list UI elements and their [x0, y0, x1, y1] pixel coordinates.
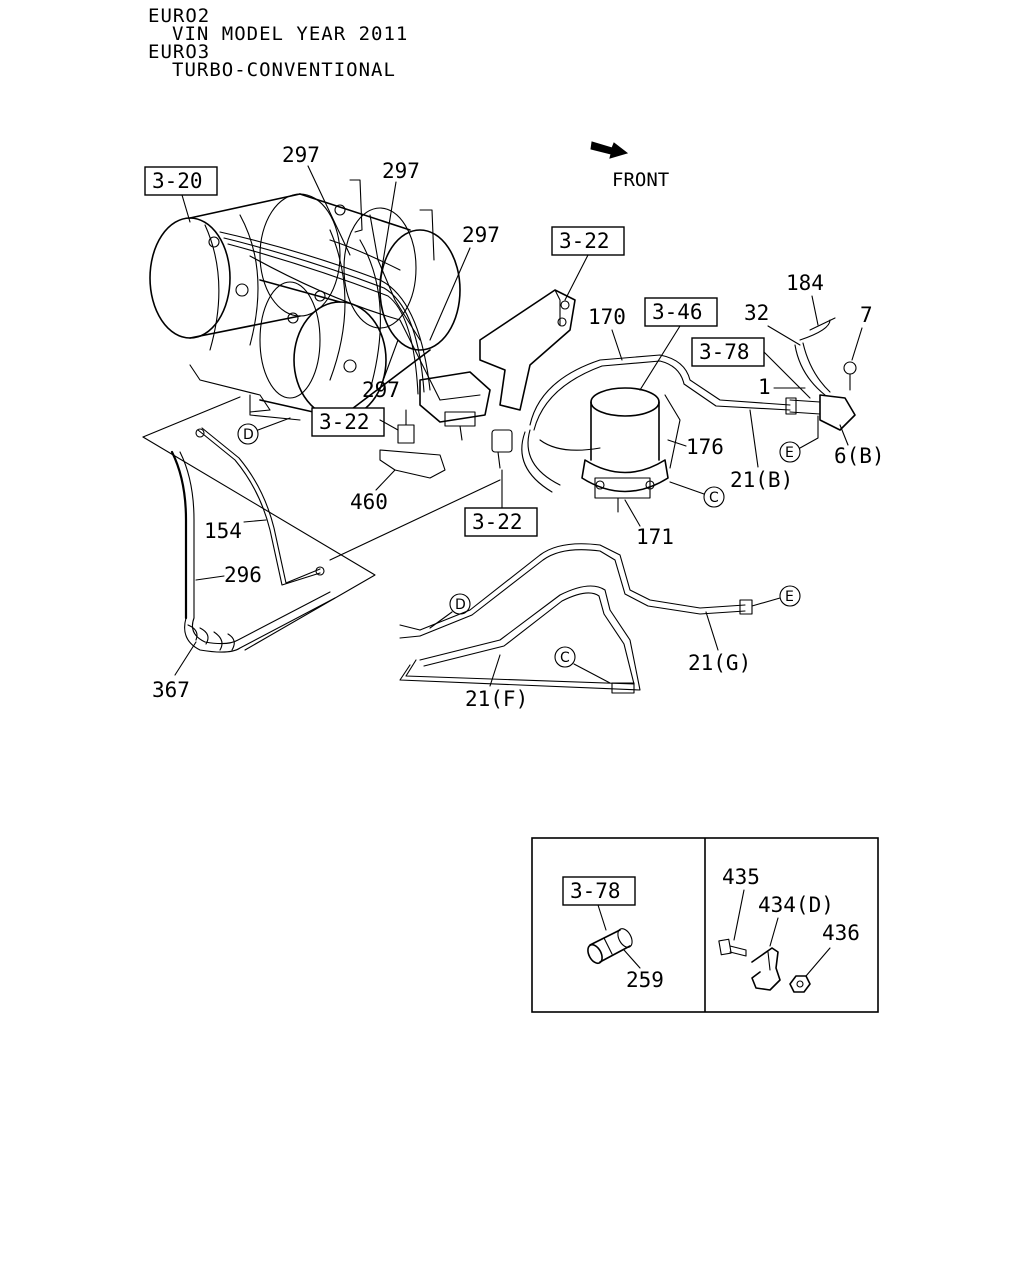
- inset-panel: 3-78 259 435 434(D) 436: [531, 837, 879, 1013]
- part-170: 170: [588, 305, 626, 329]
- valve-3-22-mid: [491, 429, 513, 469]
- header-line-1: EURO2: [148, 5, 210, 27]
- ref-box-3-22-top: 3-22: [551, 226, 625, 301]
- marker-c-1: C: [709, 490, 719, 506]
- part-297-a: 297: [282, 143, 320, 167]
- clip-434: [751, 947, 781, 991]
- tube-21f: [399, 585, 641, 694]
- frame-lines: [142, 396, 501, 651]
- ref-box-3-22-left: 3-22: [311, 407, 399, 437]
- part-171: 171: [636, 525, 674, 549]
- part-435: 435: [722, 865, 760, 889]
- part-21g: 21(G): [688, 651, 751, 675]
- ref-box-3-20: 3-20: [144, 166, 218, 223]
- marker-c-2: C: [560, 650, 570, 666]
- ref-3-22-bottom: 3-22: [472, 510, 523, 534]
- part-297-c: 297: [462, 223, 500, 247]
- header-line-3: EURO3: [148, 41, 210, 63]
- circle-markers: D D E E C C: [237, 415, 819, 684]
- part-297-d: 297: [362, 378, 400, 402]
- ref-3-78-top: 3-78: [699, 340, 750, 364]
- header-line-2: VIN MODEL YEAR 2011: [172, 23, 408, 45]
- nut-436: [789, 975, 811, 993]
- fitting-460: [379, 409, 446, 479]
- front-label: FRONT: [612, 169, 669, 191]
- part-184: 184: [786, 271, 824, 295]
- air-tank-assembly: [149, 179, 461, 421]
- bolt-435: [718, 938, 747, 957]
- marker-e-1: E: [785, 445, 794, 461]
- part-32: 32: [744, 301, 769, 325]
- part-436: 436: [822, 921, 860, 945]
- part-154: 154: [204, 519, 242, 543]
- part-367: 367: [152, 678, 190, 702]
- part-259: 259: [626, 968, 664, 992]
- marker-d-2: D: [455, 597, 466, 613]
- dryer-tubes: [521, 354, 791, 493]
- ref-box-3-22-bottom: 3-22: [464, 469, 538, 537]
- part-7: 7: [860, 303, 873, 327]
- part-labels: 297 297 297 297 184 7 32 170 1 176 21(B)…: [152, 143, 885, 711]
- tube-154: [195, 427, 325, 586]
- ref-3-46: 3-46: [652, 300, 703, 324]
- ref-3-22-left: 3-22: [319, 410, 370, 434]
- relay-valve: [785, 317, 857, 431]
- marker-d-1: D: [243, 427, 254, 443]
- part-434d: 434(D): [758, 893, 834, 917]
- part-1: 1: [758, 375, 771, 399]
- ref-3-22-top: 3-22: [559, 229, 610, 253]
- front-arrow-icon: [590, 141, 629, 159]
- valve-block: [419, 289, 576, 441]
- part-176: 176: [686, 435, 724, 459]
- tube-21g: [399, 543, 753, 639]
- ref-3-78-inset: 3-78: [570, 879, 621, 903]
- ref-3-20: 3-20: [152, 169, 203, 193]
- marker-e-2: E: [785, 589, 794, 605]
- part-460: 460: [350, 490, 388, 514]
- part-21b: 21(B): [730, 468, 793, 492]
- header-line-4: TURBO-CONVENTIONAL: [172, 59, 396, 81]
- ref-box-3-46: 3-46: [639, 297, 718, 391]
- part-21f: 21(F): [465, 687, 528, 711]
- header: EURO2 VIN MODEL YEAR 2011 EURO3 TURBO-CO…: [148, 5, 408, 81]
- air-dryer: [581, 387, 669, 513]
- part-6b: 6(B): [834, 444, 885, 468]
- tank-tubes: [219, 214, 441, 401]
- connector-259: [587, 928, 633, 965]
- part-296: 296: [224, 563, 262, 587]
- part-297-b: 297: [382, 159, 420, 183]
- tube-296: [170, 450, 336, 653]
- ref-box-3-78-top: 3-78: [691, 337, 811, 399]
